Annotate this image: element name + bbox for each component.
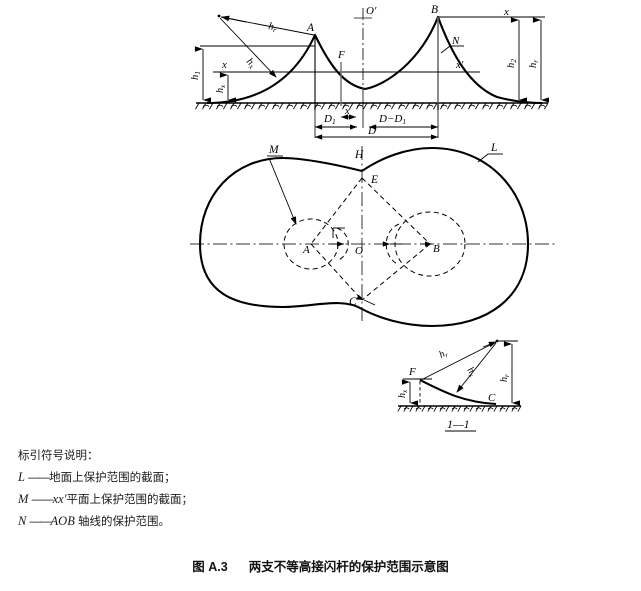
ray-origin-point bbox=[217, 14, 221, 18]
label-hr-left: hr bbox=[267, 21, 277, 34]
label-x-left: x bbox=[221, 59, 227, 71]
section-protection-curve bbox=[419, 379, 497, 405]
label-m-leader bbox=[268, 157, 297, 225]
inner-arc-right bbox=[385, 223, 400, 266]
label-hx-small: hx bbox=[215, 84, 227, 93]
section-label-hr-right: hr bbox=[499, 374, 511, 382]
label-plan-h: H bbox=[354, 149, 364, 161]
label-plan-b: B bbox=[433, 243, 440, 255]
legend-item-l: L ——地面上保护范围的截面； bbox=[18, 467, 348, 489]
legend-text-m: 平面上保护范围的截面； bbox=[66, 494, 193, 506]
legend-symbol-l: L bbox=[18, 470, 25, 484]
legend-dash-m: —— bbox=[31, 494, 54, 506]
label-n: N bbox=[451, 35, 460, 47]
label-plan-o: O bbox=[355, 245, 363, 257]
label-d-minus-d1: D−D1 bbox=[378, 113, 406, 126]
label-h2: h2 bbox=[506, 59, 518, 68]
legend-text-l: 地面上保护范围的截面； bbox=[49, 472, 176, 484]
legend-text-n: 轴线的保护范围。 bbox=[74, 516, 171, 528]
point-c-arrow bbox=[356, 294, 376, 306]
label-x-top-right: x bbox=[503, 6, 509, 18]
legend-item-n: N ——AOB 轴线的保护范围。 bbox=[18, 511, 348, 533]
label-plan-m: M bbox=[268, 144, 280, 156]
label-point-f: F bbox=[337, 49, 345, 61]
label-o-prime: O′ bbox=[366, 5, 377, 17]
section-label-f: F bbox=[408, 366, 416, 378]
plan-view: A O B H E C M L bbox=[190, 142, 555, 328]
inner-arc-left bbox=[336, 227, 349, 262]
legend-prefix-n: AOB bbox=[50, 514, 75, 528]
legend-item-m: M ——xx′平面上保护范围的截面； bbox=[18, 489, 348, 511]
legend-block: 标引符号说明： L ——地面上保护范围的截面； M ——xx′平面上保护范围的截… bbox=[18, 446, 348, 533]
legend-symbol-m: M bbox=[18, 492, 29, 506]
label-d: D bbox=[367, 125, 376, 137]
elevation-view: O′ hr hx A B F N x x′ x h1 hx bbox=[190, 4, 550, 140]
section-ray-hr bbox=[420, 341, 497, 381]
label-hr-right: hr bbox=[528, 60, 540, 68]
caption-number: 图 A.3 bbox=[192, 560, 228, 574]
label-x-gap: x bbox=[344, 106, 350, 117]
label-point-b: B bbox=[431, 4, 438, 16]
ray-hr-arrow bbox=[221, 15, 247, 23]
label-plan-a: A bbox=[302, 244, 310, 256]
label-x-prime-right: x′ bbox=[455, 59, 464, 71]
ground-protection-outline-left bbox=[198, 156, 363, 310]
label-plan-l: L bbox=[490, 142, 497, 154]
label-h1: h1 bbox=[190, 71, 202, 80]
label-plan-e: E bbox=[370, 174, 378, 186]
label-n-leader bbox=[440, 45, 451, 54]
label-point-a: A bbox=[306, 22, 315, 34]
ground-protection-outline-right bbox=[361, 146, 530, 328]
section-ground-hatching bbox=[397, 405, 522, 412]
label-d1: D1 bbox=[323, 113, 336, 126]
section-ray-hr-arrow bbox=[482, 341, 497, 348]
section-1-1-view: hr hx F C hx hr 1—1 bbox=[397, 339, 522, 432]
ground-hatching bbox=[195, 102, 549, 110]
section-title: 1—1 bbox=[447, 417, 470, 431]
section-label-hx-left: hx bbox=[397, 389, 409, 398]
legend-dash-l: —— bbox=[28, 472, 50, 484]
section-label-hr: hr bbox=[437, 347, 450, 361]
legend-heading: 标引符号说明： bbox=[18, 450, 99, 462]
label-plan-c: C bbox=[349, 296, 357, 308]
section-label-c: C bbox=[488, 392, 496, 404]
ray-hx-to-curve bbox=[219, 17, 277, 78]
figure-caption: 图 A.3 两支不等高接闪杆的保护范围示意图 bbox=[0, 556, 641, 575]
legend-prefix-m: xx′ bbox=[52, 492, 67, 506]
protection-rhombus bbox=[310, 177, 431, 301]
caption-title: 两支不等高接闪杆的保护范围示意图 bbox=[248, 560, 449, 574]
label-l-leader bbox=[477, 153, 489, 163]
label-hx-left: hx bbox=[243, 56, 258, 71]
section-ray-hx bbox=[456, 342, 497, 393]
protection-envelope-curve bbox=[206, 15, 543, 105]
legend-symbol-n: N bbox=[18, 514, 27, 528]
legend-dash-n: —— bbox=[29, 516, 52, 528]
